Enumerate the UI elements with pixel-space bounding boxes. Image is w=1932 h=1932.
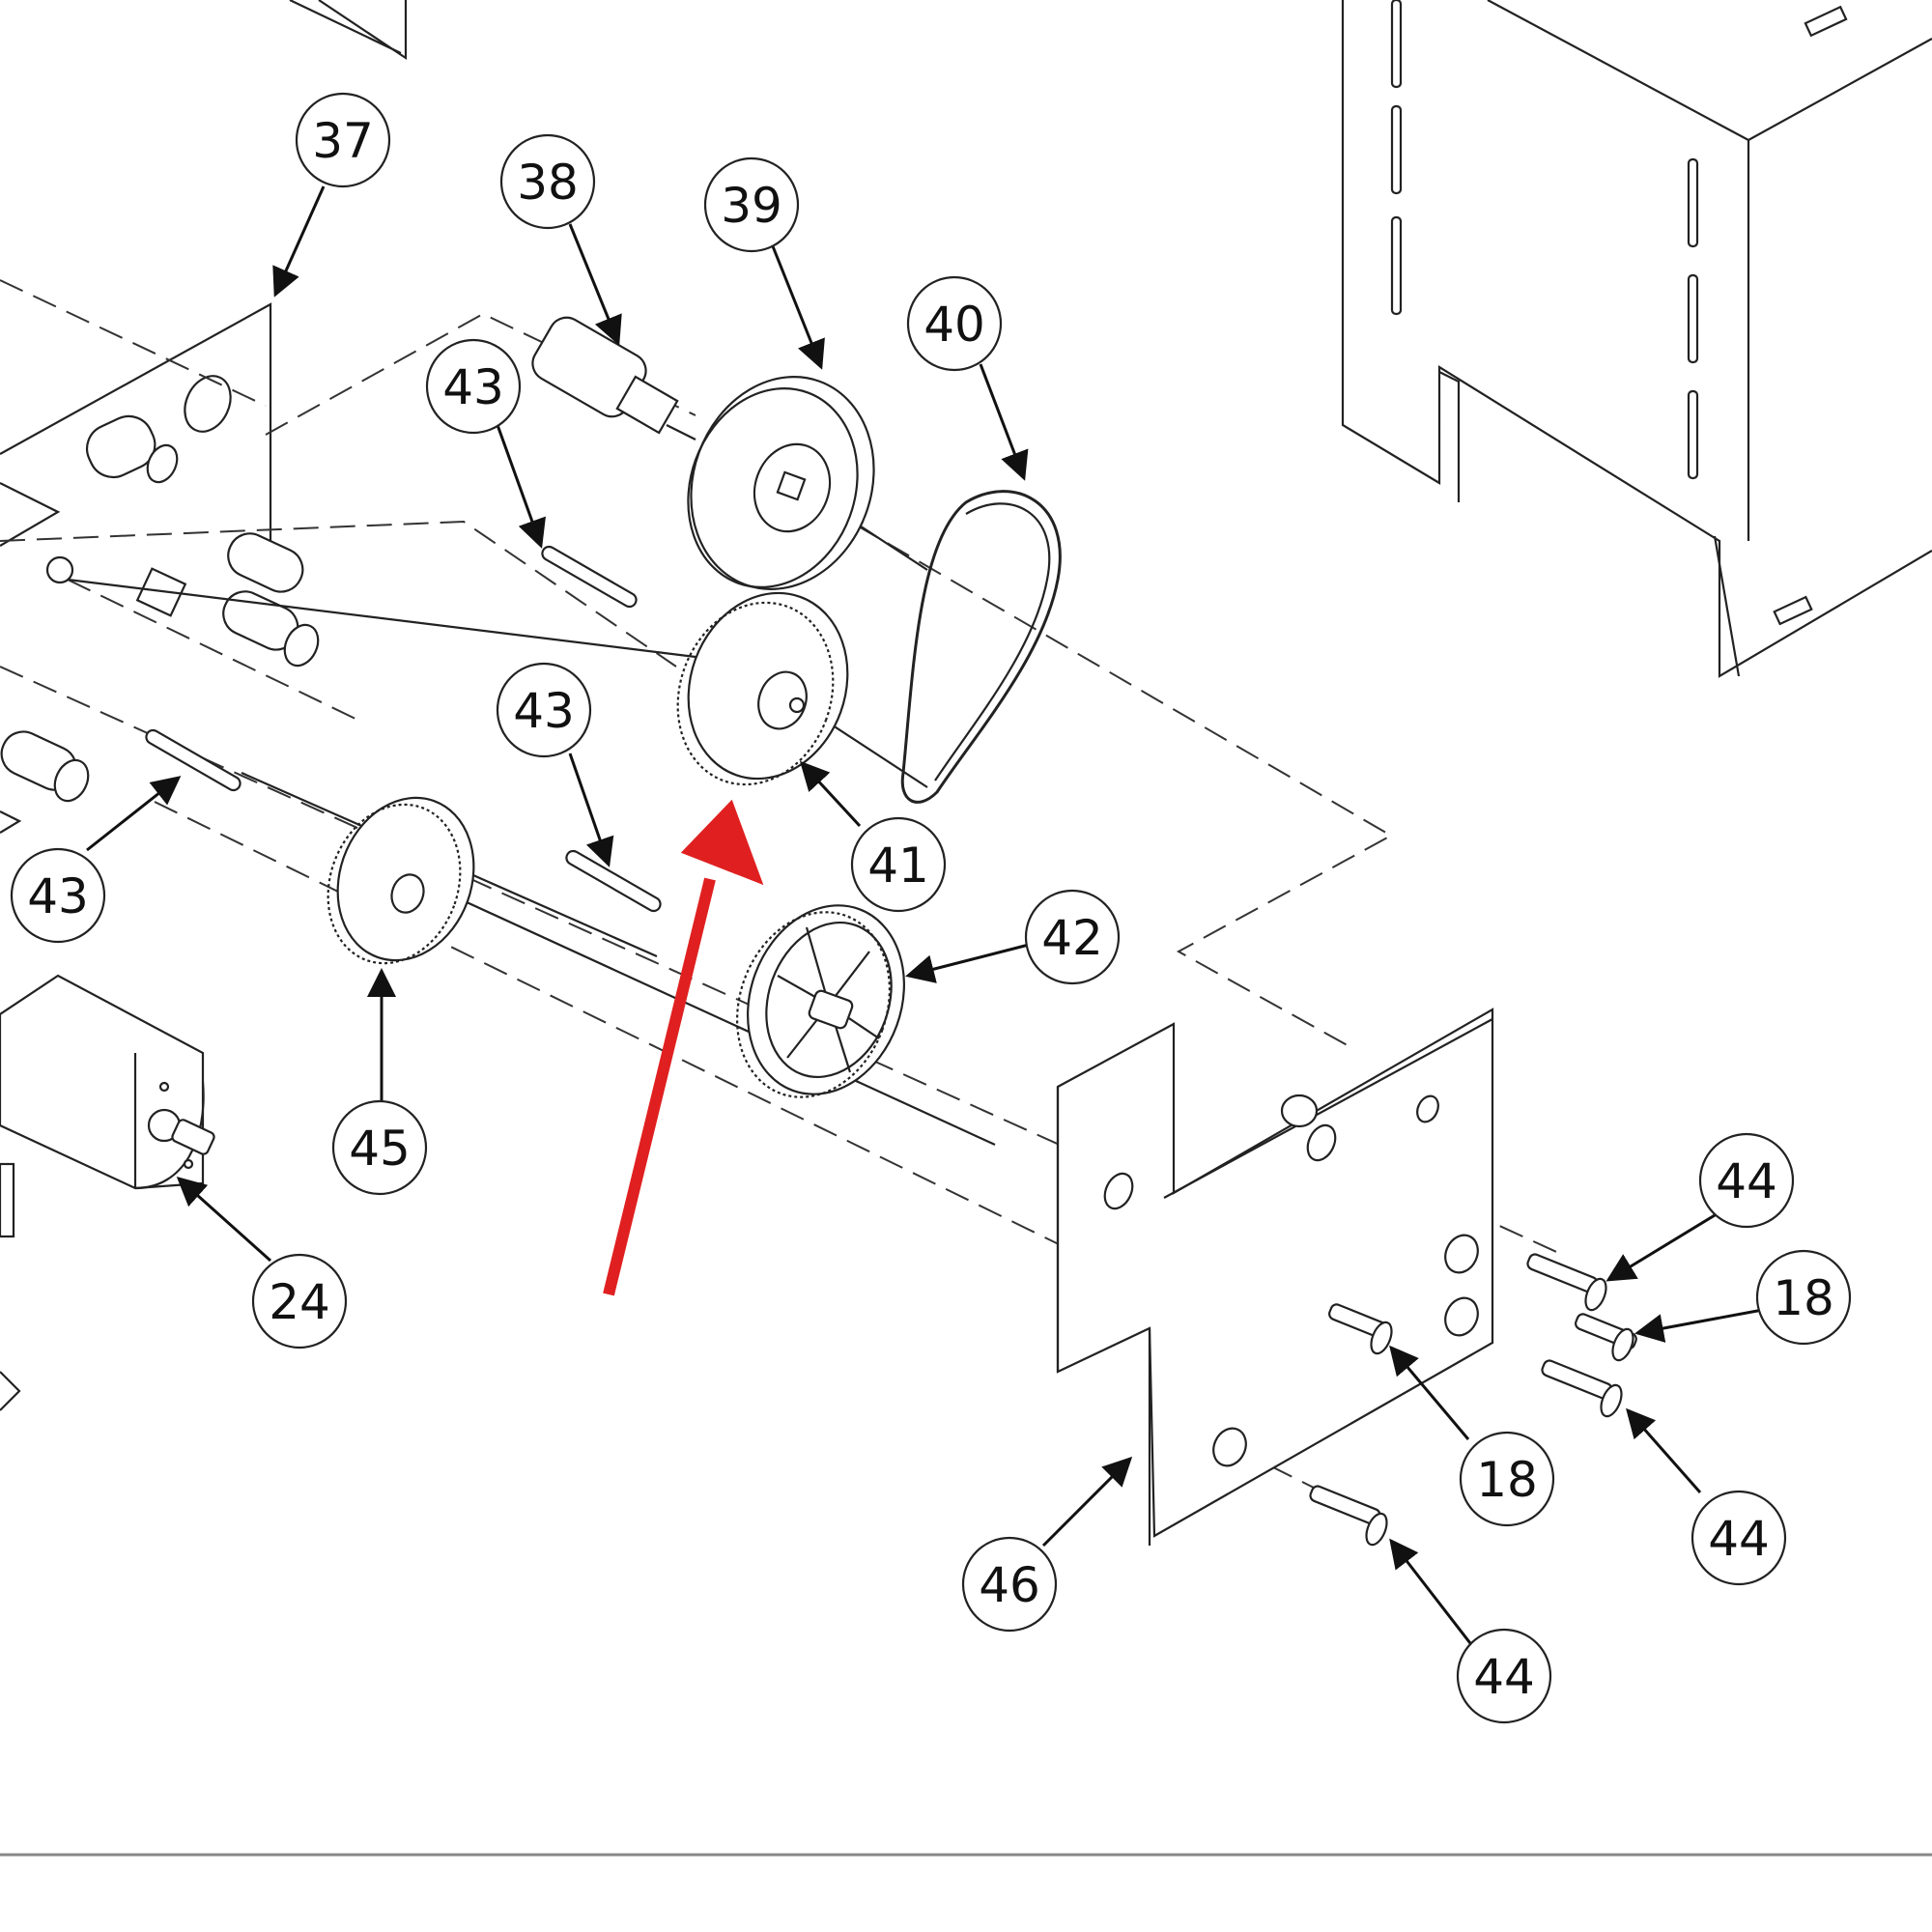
large-pulley	[687, 376, 875, 590]
callout-42: 42	[1024, 889, 1121, 985]
callout-label: 41	[867, 838, 929, 894]
callout-43-middle: 43	[496, 662, 592, 758]
callout-label: 43	[27, 868, 89, 924]
callout-40: 40	[906, 275, 1003, 372]
callout-label: 18	[1773, 1270, 1834, 1326]
callout-label: 24	[269, 1274, 330, 1330]
callout-45: 45	[331, 1099, 428, 1196]
spindle-bearing	[531, 316, 696, 440]
callout-38: 38	[499, 133, 596, 230]
drive-belt	[900, 490, 1062, 804]
top-left-frame-fragment	[289, 0, 408, 61]
callout-41: 41	[850, 816, 947, 913]
callout-44-right: 44	[1690, 1490, 1787, 1586]
callout-label: 44	[1716, 1153, 1777, 1209]
callout-label: 43	[513, 683, 575, 739]
callout-37: 37	[295, 92, 391, 188]
callout-label: 40	[923, 297, 985, 353]
callout-label: 42	[1041, 910, 1103, 966]
leader-lines	[86, 185, 1769, 1648]
callout-39: 39	[703, 156, 800, 253]
cabinet-housing	[1341, 0, 1932, 678]
frame-plate	[0, 302, 320, 1411]
callout-label: 43	[442, 359, 504, 415]
callout-label: 37	[312, 113, 374, 169]
callout-label: 46	[979, 1557, 1040, 1613]
callout-44-top: 44	[1698, 1132, 1795, 1229]
spoked-gear	[736, 904, 905, 1098]
callout-label: 44	[1708, 1511, 1770, 1567]
callout-label: 18	[1476, 1452, 1538, 1508]
callout-43-left: 43	[10, 847, 106, 944]
callout-label: 45	[349, 1121, 411, 1177]
callout-label: 39	[721, 178, 782, 234]
callout-46: 46	[961, 1536, 1058, 1633]
screws	[1309, 1253, 1637, 1547]
gear-45	[327, 796, 475, 965]
motor	[0, 974, 215, 1190]
callout-label: 38	[517, 155, 579, 211]
callout-24: 24	[251, 1253, 348, 1350]
callout-44-bottom: 44	[1456, 1628, 1552, 1724]
callout-18-right: 18	[1755, 1249, 1852, 1346]
mounting-bracket	[1056, 1008, 1494, 1546]
callout-18-center: 18	[1459, 1431, 1555, 1527]
small-gear	[676, 591, 849, 786]
callout-43-top: 43	[425, 338, 522, 435]
callout-label: 44	[1473, 1649, 1535, 1705]
highlight-arrow	[603, 799, 764, 1296]
